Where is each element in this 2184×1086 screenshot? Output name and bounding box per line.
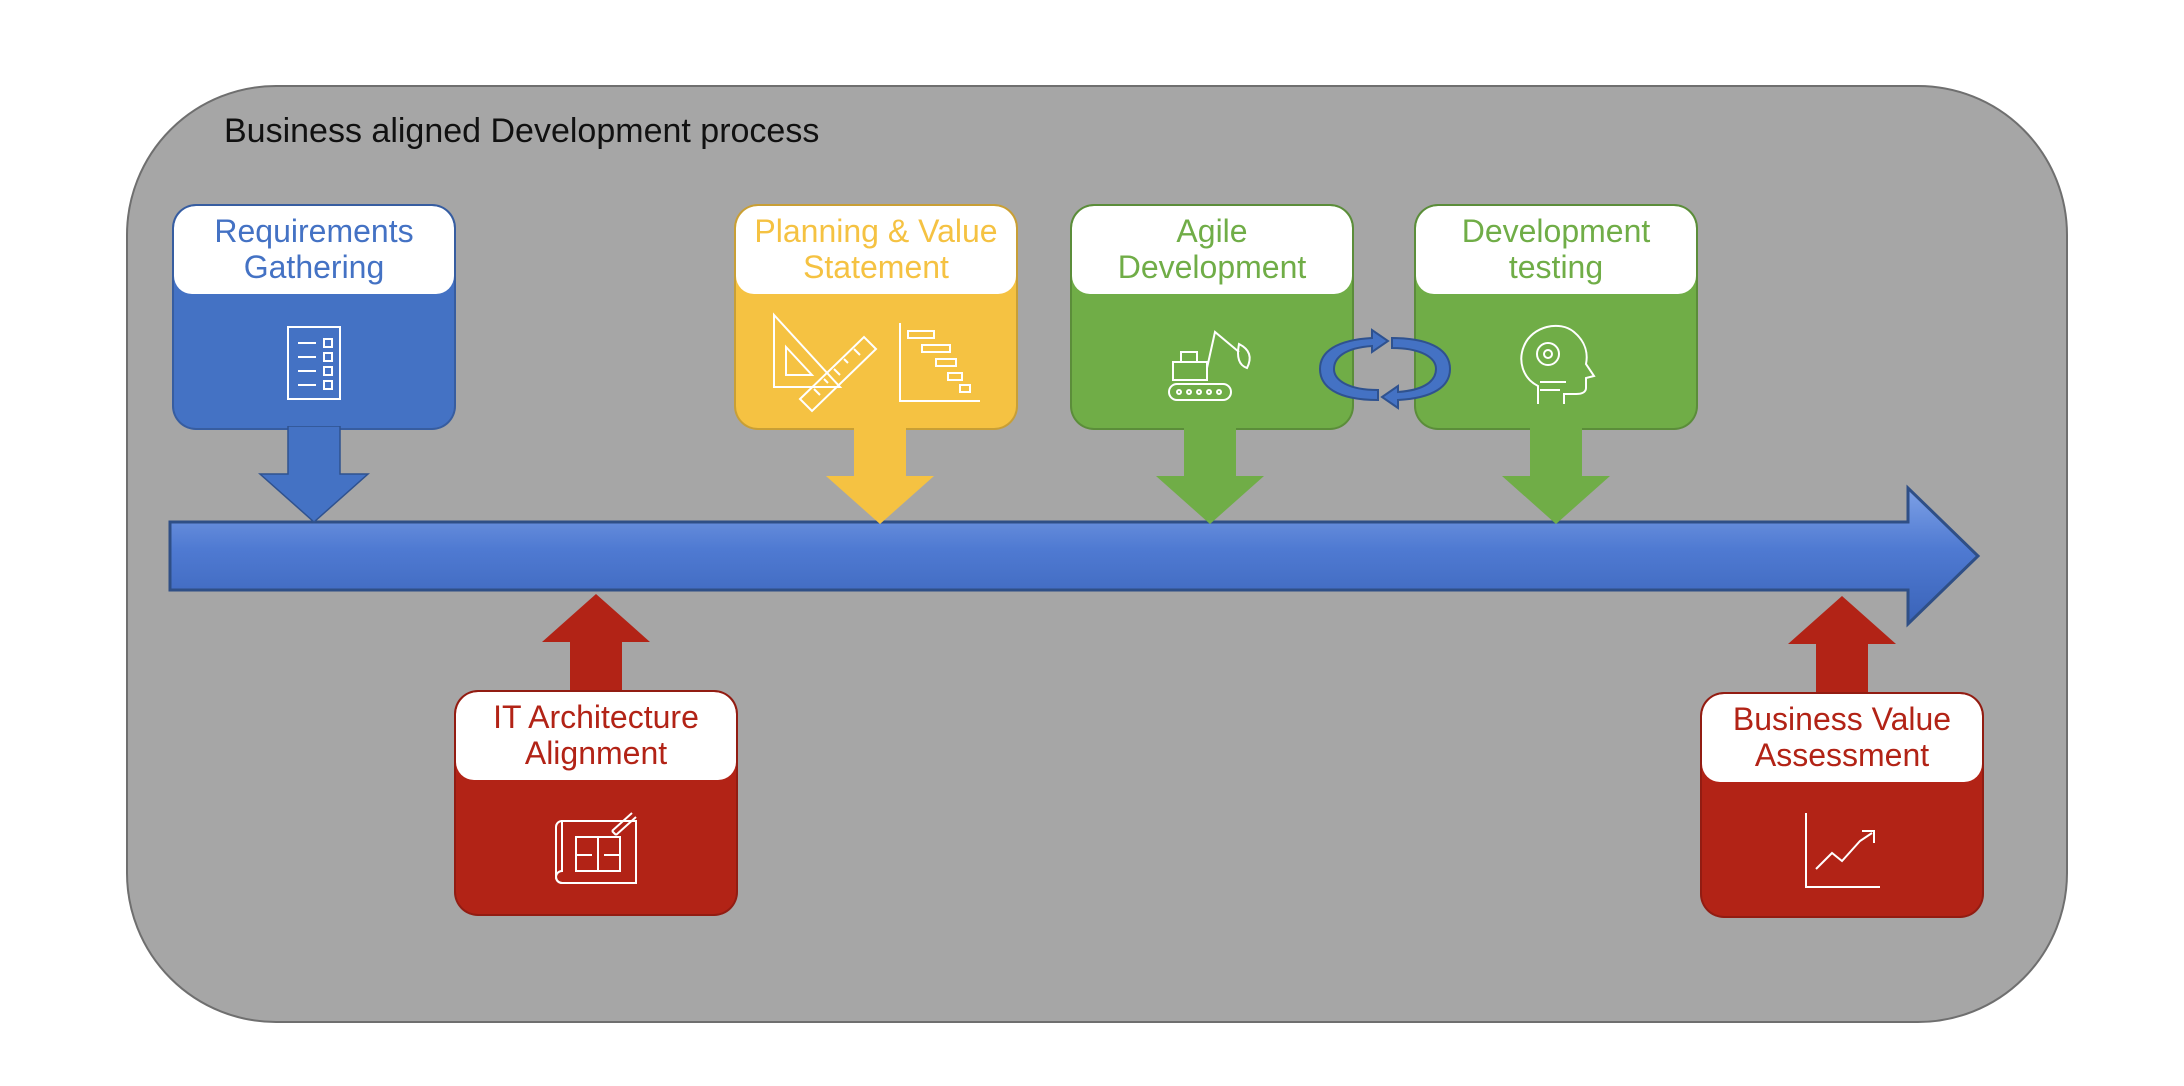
stage-label: Agile Development [1072, 206, 1352, 294]
down-arrow-shape [1156, 428, 1264, 524]
down-arrow-agile [1156, 428, 1264, 524]
cycle-arrow-left [1318, 328, 1390, 402]
up-arrow-architecture [542, 594, 650, 690]
up-arrow-shape [1788, 596, 1896, 692]
stage-label: Business Value Assessment [1702, 694, 1982, 782]
timeline-arrow [168, 484, 1981, 628]
stage-label: Requirements Gathering [174, 206, 454, 294]
triangle-ruler-icon [773, 312, 878, 413]
stage-agile-development: Agile Development [1070, 204, 1354, 430]
stage-label: Planning & Value Statement [736, 206, 1016, 294]
gantt-chart-icon [899, 323, 980, 402]
up-arrow-shape [542, 594, 650, 690]
diagram-title: Business aligned Development process [224, 112, 820, 150]
stage-label: IT Architecture Alignment [456, 692, 736, 780]
checklist-icon [287, 326, 341, 400]
line-chart-icon [1805, 813, 1880, 888]
stage-requirements-gathering: Requirements Gathering [172, 204, 456, 430]
up-arrow-business-value [1788, 596, 1896, 692]
cycle-arrow-right [1380, 336, 1452, 410]
cycle-arrows-icon [1318, 328, 1452, 410]
down-arrow-shape [826, 428, 934, 524]
stage-business-value-assessment: Business Value Assessment [1700, 692, 1984, 918]
down-arrow-requirements [258, 426, 370, 524]
down-arrow-shape [258, 426, 370, 524]
blueprint-icon [555, 812, 637, 884]
head-gear-icon [1520, 324, 1596, 404]
stage-it-architecture-alignment: IT Architecture Alignment [454, 690, 738, 916]
stage-icons [736, 294, 1016, 428]
down-arrow-testing [1502, 428, 1610, 524]
down-arrow-planning [826, 428, 934, 524]
stage-icons [174, 294, 454, 428]
stage-icons [456, 780, 736, 914]
stage-icons [1072, 294, 1352, 428]
down-arrow-shape [1502, 428, 1610, 524]
stage-icons [1702, 782, 1982, 916]
stage-development-testing: Development testing [1414, 204, 1698, 430]
stage-icons [1416, 294, 1696, 428]
stage-planning-value-statement: Planning & Value Statement [734, 204, 1018, 430]
excavator-icon [1168, 330, 1251, 401]
stage-label: Development testing [1416, 206, 1696, 294]
